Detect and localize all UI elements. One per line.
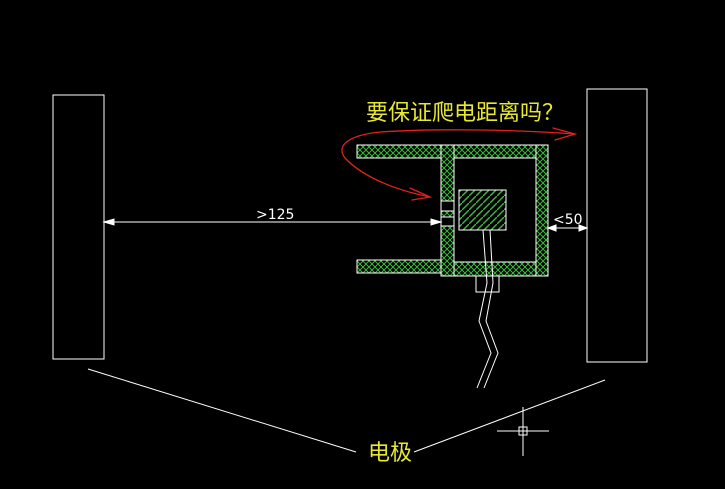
lead-wire <box>475 229 500 389</box>
electrode-label: 电极 <box>368 441 412 466</box>
dimension-gt125 <box>102 218 443 226</box>
dimension-gt125-label: >125 <box>256 207 294 223</box>
question-annotation: 要保证爬电距离吗？ <box>366 101 564 126</box>
left-electrode-plate <box>52 94 105 360</box>
dimension-lt50-label: <50 <box>553 212 583 228</box>
insulator-bracket <box>356 144 549 277</box>
crosshair-cursor-icon <box>497 407 549 456</box>
dimension-lt50 <box>546 224 589 232</box>
right-electrode-plate <box>586 88 648 363</box>
inner-component <box>458 189 507 231</box>
electrode-leader-lines <box>87 368 606 453</box>
red-arrow <box>341 127 578 201</box>
